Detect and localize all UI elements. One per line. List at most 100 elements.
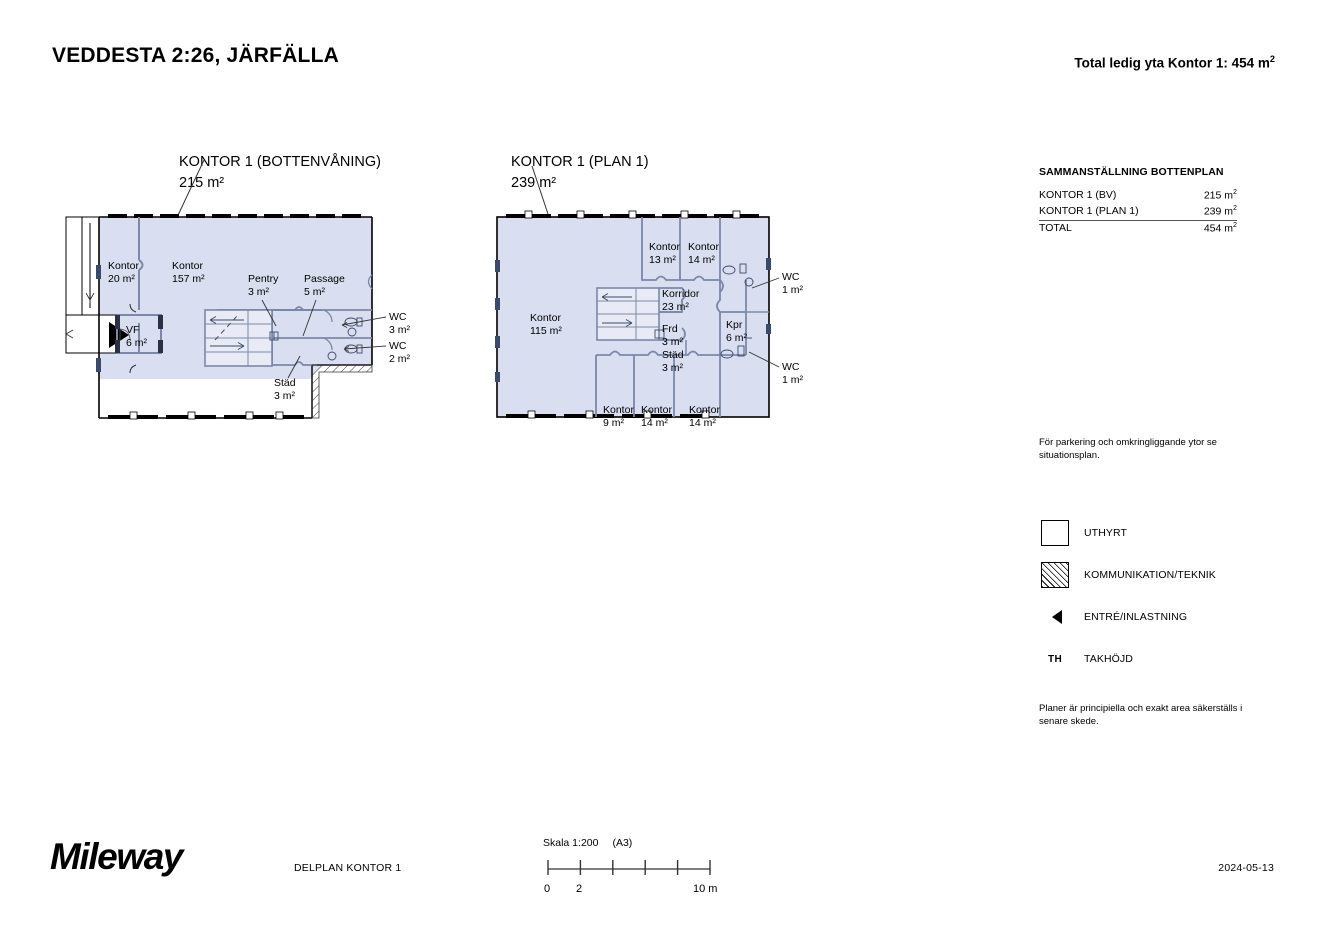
plan-a-vf-room (115, 314, 163, 354)
plan-b-bottom-offices (595, 350, 721, 417)
plan-b-stairs (596, 287, 660, 341)
page-title: VEDDESTA 2:26, JÄRFÄLLA (52, 44, 339, 67)
summary-row-value-text: 215 m (1203, 189, 1234, 202)
summary-table: KONTOR 1 (BV) 215 m2 KONTOR 1 (PLAN 1) 2… (1039, 188, 1237, 237)
summary-total-value: 454 m2 (1188, 220, 1237, 236)
legend-label: UTHYRT (1084, 527, 1127, 539)
summary-row: KONTOR 1 (PLAN 1) 239 m2 (1039, 203, 1237, 221)
room-area: 1 m² (782, 374, 804, 386)
summary-total-label: TOTAL (1039, 221, 1072, 234)
legend-label: KOMMUNIKATION/TEKNIK (1084, 569, 1216, 581)
room-area: 6 m² (726, 332, 748, 344)
room-area: 14 m² (689, 417, 716, 429)
room-area: 3 m² (248, 286, 270, 298)
summary-row-value-sup: 2 (1233, 188, 1237, 196)
room-area: 13 m² (649, 254, 676, 266)
legend-item-uthyrt: UTHYRT (1039, 512, 1279, 554)
room-area: 3 m² (662, 362, 684, 374)
legend-item-entre: ENTRÉ/INLASTNING (1039, 596, 1279, 638)
scale-bar: Skala 1:200(A3) 0 2 10 m (543, 837, 718, 897)
plan-a-stairs (204, 309, 273, 367)
plan-a-openings (96, 265, 137, 374)
room-label: Städ (274, 377, 296, 389)
plan-b-right-openings (766, 258, 771, 334)
plan-b-wc-bottom (720, 345, 745, 359)
plan-b-title: KONTOR 1 (PLAN 1) (511, 154, 649, 170)
entrance-triangle-icon (1039, 602, 1071, 632)
summary-row-label: KONTOR 1 (PLAN 1) (1039, 203, 1188, 221)
room-label: Pentry (248, 273, 279, 285)
plan-b-extra-leaders (748, 277, 780, 368)
room-label: Städ (662, 349, 684, 361)
room-label: Korridor (662, 288, 700, 300)
plan-b-windows-top (506, 210, 759, 219)
room-label: Kontor (108, 260, 139, 272)
sheet-name: DELPLAN KONTOR 1 (294, 862, 402, 874)
room-label: WC (782, 271, 800, 283)
plan-a-label-leaders (261, 299, 387, 379)
plan-a-hatched-zone (311, 364, 373, 419)
total-area-heading: Total ledig yta Kontor 1: 454 m2 (1074, 54, 1275, 71)
room-area: 3 m² (389, 324, 411, 336)
room-label: Kpr (726, 319, 743, 331)
summary-block: SAMMANSTÄLLNING BOTTENPLAN KONTOR 1 (BV)… (1039, 166, 1239, 237)
scale-tick-0: 0 (544, 883, 551, 895)
summary-row-value: 239 m2 (1187, 203, 1237, 221)
plan-a-title: KONTOR 1 (BOTTENVÅNING) (179, 154, 381, 170)
room-area: 23 m² (662, 301, 689, 313)
legend-label: TAKHÖJD (1084, 653, 1133, 665)
plan-b-left-openings (495, 260, 500, 382)
room-label: Kontor (603, 404, 634, 416)
hatch-swatch-icon (1039, 560, 1071, 590)
room-label: Kontor (530, 312, 561, 324)
plan-b-room-labels: Kontor 115 m² Kontor 13 m² Kontor 14 m² … (530, 241, 804, 429)
summary-title: SAMMANSTÄLLNING BOTTENPLAN (1039, 166, 1224, 178)
scale-tick-10: 10 m (693, 883, 718, 895)
plan-b-kpr (685, 311, 769, 355)
plan-b-floorplan: Kontor 115 m² Kontor 13 m² Kontor 14 m² … (495, 165, 804, 429)
room-label: VF (126, 324, 139, 336)
summary-row-value-sup: 2 (1233, 203, 1237, 212)
scale-ratio: Skala 1:200 (543, 837, 599, 849)
room-label: Kontor (688, 241, 719, 253)
room-label: Frd (662, 323, 678, 335)
legend-label: ENTRÉ/INLASTNING (1084, 611, 1188, 623)
plan-a-title-block: KONTOR 1 (BOTTENVÅNING) 215 m² (179, 152, 381, 193)
entrance-marker-icon (109, 322, 129, 348)
plan-a-floorplan: Kontor 20 m² Kontor 157 m² VF 6 m² Pentr… (65, 160, 411, 420)
room-area: 1 m² (782, 284, 804, 296)
room-area: 6 m² (126, 337, 148, 349)
scale-tick-2: 2 (576, 883, 583, 895)
room-area: 9 m² (603, 417, 625, 429)
room-area: 2 m² (389, 353, 411, 365)
plan-a-area: 215 m² (179, 174, 225, 191)
room-area: 157 m² (172, 273, 205, 285)
plan-a-windows-top (108, 214, 361, 218)
legend-item-kommunikation: KOMMUNIKATION/TEKNIK (1039, 554, 1279, 596)
legend: UTHYRT KOMMUNIKATION/TEKNIK ENTRÉ/INLAST… (1039, 512, 1279, 680)
room-area: 14 m² (688, 254, 715, 266)
mileway-logo: Mileway (50, 836, 183, 877)
summary-row-total: TOTAL 454 m2 (1039, 220, 1237, 236)
plan-a-wc-block (322, 274, 373, 361)
document-date: 2024-05-13 (1218, 862, 1274, 874)
th-abbreviation: TH (1048, 653, 1062, 665)
room-area: 14 m² (641, 417, 668, 429)
room-area: 3 m² (274, 390, 296, 402)
plan-a-room-labels: Kontor 20 m² Kontor 157 m² VF 6 m² Pentr… (108, 260, 411, 402)
summary-row: KONTOR 1 (BV) 215 m2 (1039, 188, 1237, 204)
plan-b-corridor (716, 279, 747, 356)
plan-b-area: 239 m² (511, 174, 557, 191)
room-area: 5 m² (304, 286, 326, 298)
room-area: 3 m² (662, 336, 684, 348)
room-label: Kontor (641, 404, 672, 416)
scale-tick-labels: 0 2 10 m (543, 883, 718, 897)
summary-total-value-text: 454 m (1203, 222, 1234, 235)
plan-b-wc-top (722, 263, 754, 287)
uthyrt-swatch-icon (1039, 518, 1071, 548)
plan-b-title-block: KONTOR 1 (PLAN 1) 239 m² (511, 152, 649, 193)
room-label: WC (389, 340, 407, 352)
parking-note: För parkering och omkringliggande ytor s… (1039, 437, 1217, 462)
summary-row-value: 215 m2 (1188, 188, 1237, 204)
